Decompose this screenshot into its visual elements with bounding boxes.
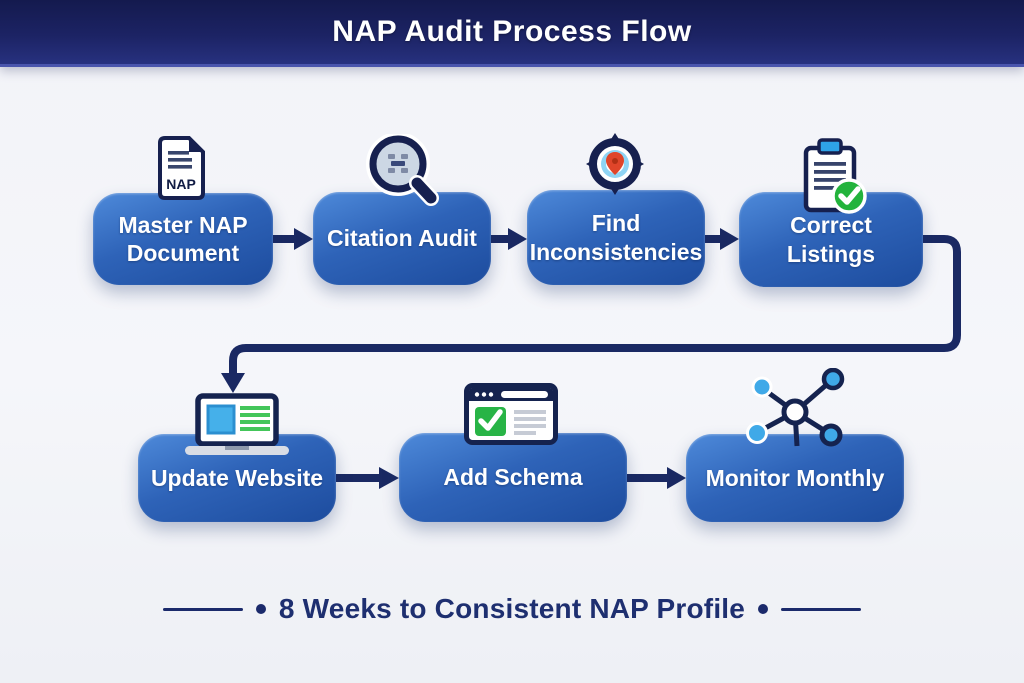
step-citation-audit: Citation Audit [313,192,491,285]
step-label: Master NAP Document [118,211,248,266]
network-icon [740,367,850,457]
step-find-inconsistencies: Find Inconsistencies [527,190,705,285]
nap-document-icon: NAP [156,136,208,205]
tagline-text: 8 Weeks to Consistent NAP Profile [278,593,746,624]
arrowhead-2 [508,228,527,250]
clipboard-check-icon [800,138,868,223]
magnifier-icon [364,132,442,221]
step-monitor-monthly: Monitor Monthly [686,434,904,522]
arrowhead-3 [720,228,739,250]
step-label: Find Inconsistencies [529,210,703,265]
tagline-right-rule [781,607,862,611]
step-label: Update Website [150,464,324,491]
arrowhead-down [221,373,245,393]
arrowhead-1 [294,228,313,250]
timeline-tagline: 8 Weeks to Consistent NAP Profile [0,586,1024,632]
arrowhead-5 [667,467,686,489]
laptop-icon [185,393,289,464]
step-label: Monitor Monthly [705,464,885,491]
step-label: Add Schema [443,464,583,491]
tagline-right-dot [758,604,769,614]
tagline-left-dot [255,604,266,614]
step-label: Correct Listings [786,212,876,267]
wrap-around-connector [229,235,961,374]
browser-check-icon [464,383,558,450]
step-add-schema: Add Schema [399,433,627,522]
tagline-left-rule [162,607,243,611]
page-title: NAP Audit Process Flow [332,15,692,48]
step-label: Citation Audit [327,225,477,252]
target-pin-icon [580,132,650,209]
nap-doc-label: NAP [166,176,196,192]
header-bar: NAP Audit Process Flow [0,0,1024,67]
arrowhead-4 [379,467,399,489]
step-master-nap-document: Master NAP Document [93,193,273,285]
